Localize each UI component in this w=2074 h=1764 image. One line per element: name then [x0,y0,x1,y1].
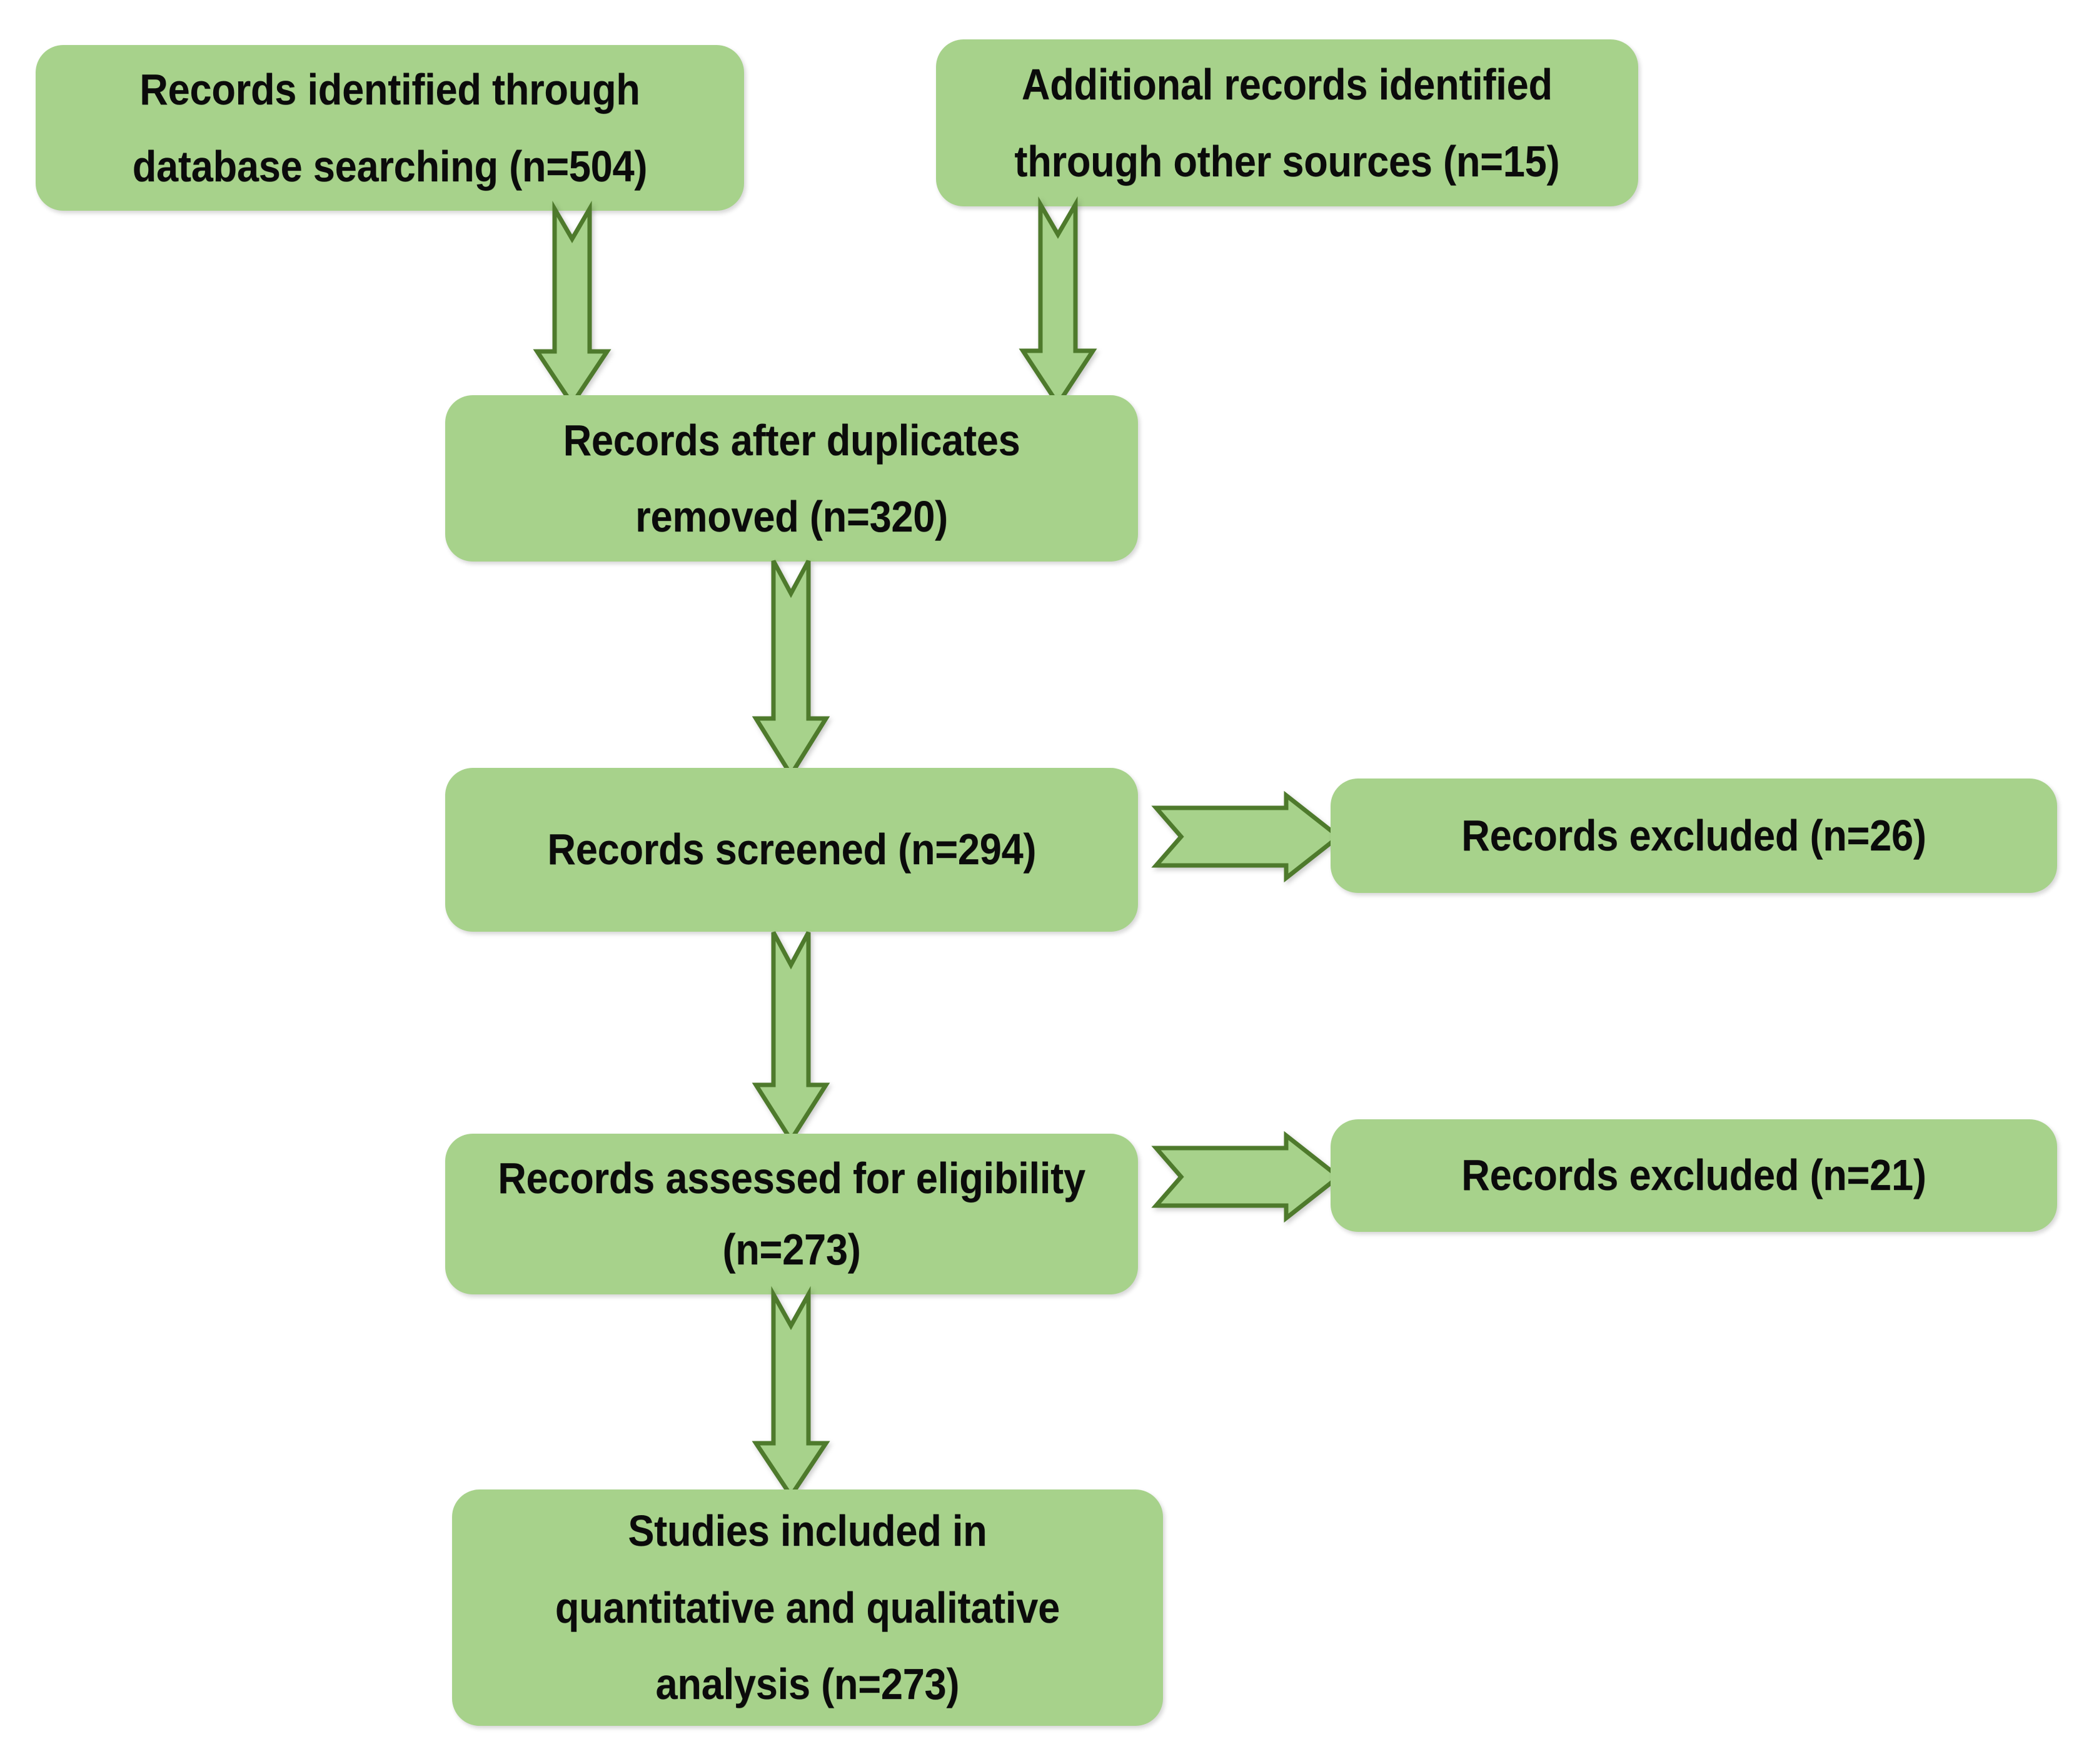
node-label: Records identified through database sear… [132,65,648,191]
arrow-right-eligibility-to-excluded [1151,1131,1342,1223]
node-additional-records-other-sources: Additional records identified through ot… [936,39,1638,206]
node-records-assessed-for-eligibility: Records assessed for eligibility (n=273) [445,1134,1138,1294]
node-label: Records excluded (n=21) [1461,1151,1926,1200]
node-studies-included: Studies included in quantitative and qua… [452,1489,1163,1726]
arrow-down-eligibility-to-included [752,1286,830,1500]
node-label: Records excluded (n=26) [1461,810,1926,860]
node-label: Studies included in quantitative and qua… [555,1506,1060,1709]
node-records-excluded-26: Records excluded (n=26) [1331,779,2057,893]
arrow-right-screened-to-excluded [1151,790,1342,883]
node-label: Additional records identified through ot… [1014,60,1560,186]
node-records-after-duplicates-removed: Records after duplicates removed (n=320) [445,395,1138,562]
node-label: Records assessed for eligibility (n=273) [498,1154,1085,1274]
arrow-down-additional-to-duplicates [1019,196,1097,408]
node-label: Records after duplicates removed (n=320) [563,415,1020,542]
node-label: Records screened (n=294) [547,825,1036,874]
arrow-down-identified-to-duplicates [533,201,612,408]
arrow-down-duplicates-to-screened [752,558,830,779]
node-records-identified-database: Records identified through database sear… [36,45,744,211]
node-records-screened: Records screened (n=294) [445,768,1138,932]
node-records-excluded-21: Records excluded (n=21) [1331,1119,2057,1232]
arrow-down-screened-to-eligibility [752,930,830,1144]
